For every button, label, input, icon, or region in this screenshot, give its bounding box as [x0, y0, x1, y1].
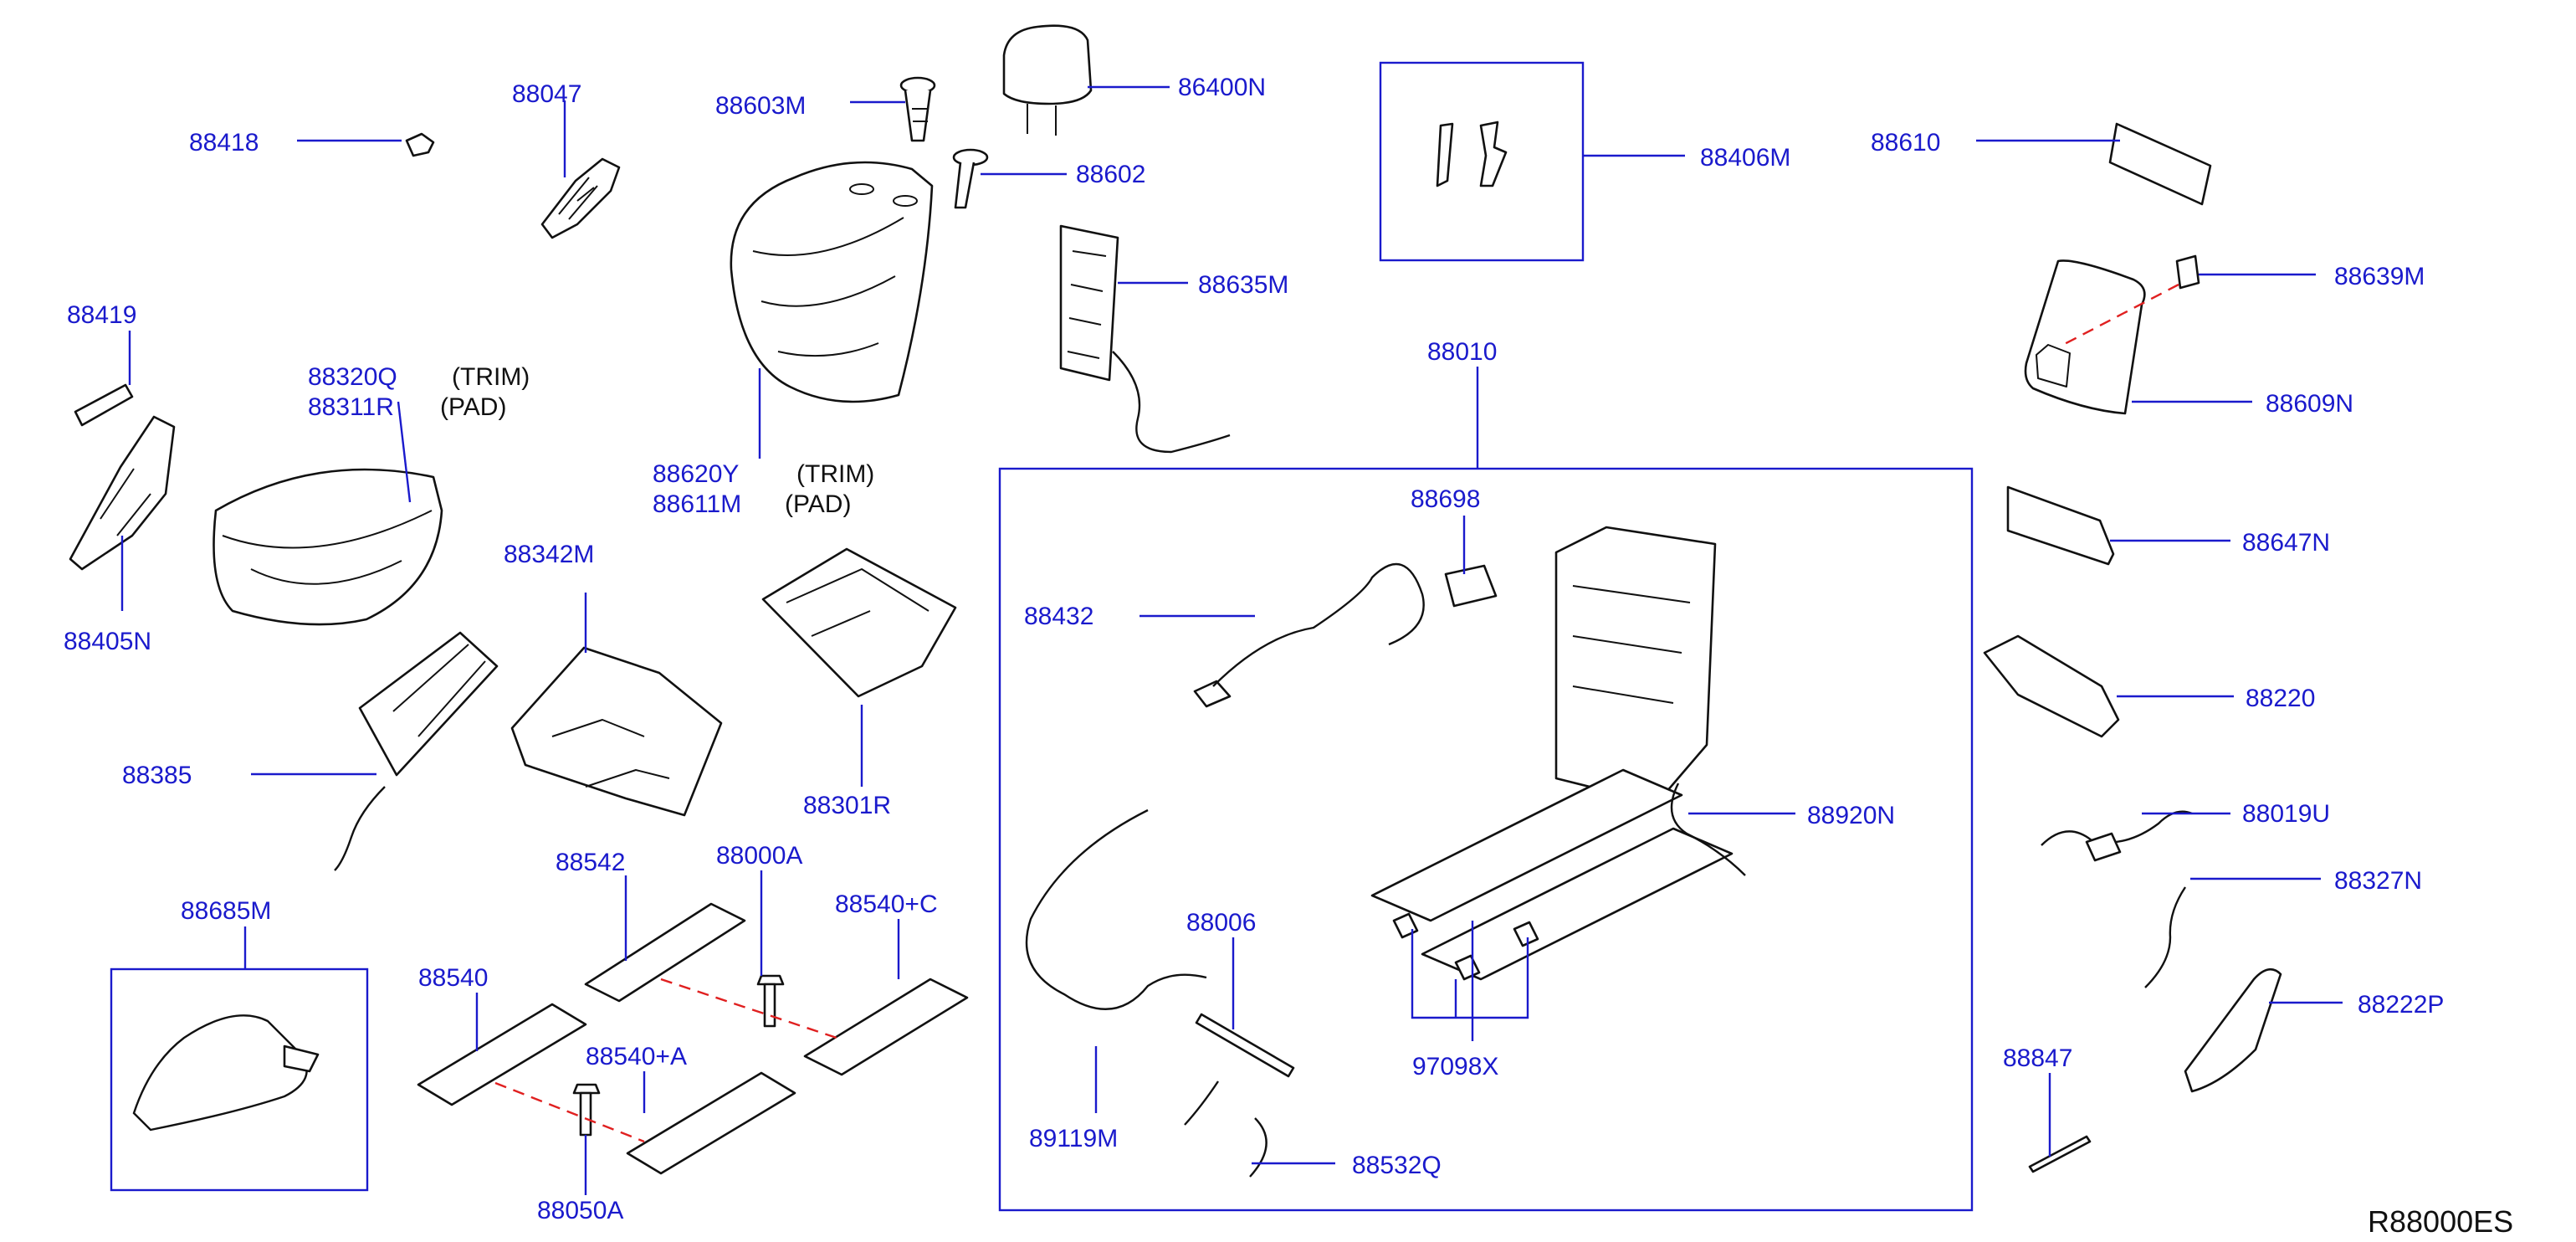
label-88418: 88418	[189, 129, 259, 157]
part-88419-switch	[74, 383, 134, 427]
dashed-connectors	[494, 283, 2179, 1143]
label-89119M: 89119M	[1029, 1125, 1118, 1152]
part-88620Y-seatback	[730, 161, 934, 403]
part-88610-pad	[2108, 122, 2212, 206]
label-88532Q: 88532Q	[1352, 1152, 1442, 1179]
label-88920N: 88920N	[1807, 802, 1895, 829]
part-88010-seat-frame	[1370, 526, 1746, 981]
label-88540C: 88540+C	[835, 890, 938, 918]
label-88006: 88006	[1186, 909, 1256, 937]
part-88542-rail	[584, 902, 746, 1003]
label-88222P: 88222P	[2358, 991, 2444, 1019]
part-88603M-guide	[899, 76, 936, 142]
label-88327N: 88327N	[2334, 867, 2422, 895]
annotation-trim-b: (TRIM)	[796, 460, 874, 488]
label-88542: 88542	[556, 849, 625, 876]
box-88685M	[110, 967, 369, 1192]
label-88405N: 88405N	[64, 628, 151, 655]
label-88602: 88602	[1076, 161, 1145, 188]
part-88698-bracket	[1444, 564, 1498, 608]
part-88047-bezel	[540, 157, 621, 239]
part-88301R-frame	[761, 547, 957, 698]
label-88603M: 88603M	[715, 92, 806, 120]
part-88635M-back-panel	[1059, 224, 1231, 454]
label-88342M: 88342M	[504, 541, 594, 568]
part-88405N-finisher	[69, 415, 176, 571]
label-88540A: 88540+A	[586, 1043, 687, 1070]
part-88220-bracket	[1983, 634, 2120, 738]
part-88602-guide	[952, 148, 989, 209]
label-88010: 88010	[1427, 338, 1497, 366]
part-88639M-switch	[2175, 254, 2200, 290]
annotation-pad-a: (PAD)	[440, 393, 506, 421]
label-88639M: 88639M	[2334, 263, 2425, 290]
label-88320Q: 88320Q	[308, 363, 397, 391]
box-88406M	[1379, 61, 1585, 262]
annotation-trim-a: (TRIM)	[452, 363, 530, 391]
part-88540-rail	[417, 1003, 587, 1106]
part-88647N-pad	[2006, 485, 2115, 566]
label-88685M: 88685M	[181, 897, 271, 925]
label-88620Y: 88620Y	[653, 460, 739, 488]
part-88418-clip	[405, 132, 435, 157]
part-88432-cable	[1193, 562, 1425, 708]
part-88342M-pan	[510, 646, 723, 817]
box-88010-assembly	[998, 467, 1974, 1212]
label-88635M: 88635M	[1198, 271, 1288, 299]
label-97098X: 97098X	[1412, 1053, 1498, 1080]
label-88019U: 88019U	[2242, 800, 2330, 828]
part-88006-rod	[1195, 1013, 1295, 1078]
part-88532Q-wires	[1184, 1080, 1268, 1178]
part-86400N-headrest	[1002, 24, 1093, 136]
part-88406M-brackets	[1436, 121, 1508, 187]
label-88047: 88047	[512, 80, 581, 108]
label-88647N: 88647N	[2242, 529, 2330, 557]
label-88311R: 88311R	[308, 393, 394, 421]
part-88540C-rail	[803, 978, 969, 1076]
part-88222P-cover	[2184, 967, 2282, 1093]
part-88847-rod	[2028, 1135, 2092, 1173]
label-88540: 88540	[418, 964, 488, 992]
label-88220: 88220	[2246, 685, 2315, 712]
label-88050A: 88050A	[537, 1197, 623, 1224]
diagram-reference-code: R88000ES	[2368, 1204, 2513, 1239]
label-88847: 88847	[2003, 1044, 2072, 1072]
label-88610: 88610	[1871, 129, 1940, 157]
label-88419: 88419	[67, 301, 136, 329]
part-88609N-panel	[2024, 259, 2146, 415]
part-88540A-rail	[626, 1071, 796, 1175]
label-88609N: 88609N	[2266, 390, 2353, 418]
label-88000A: 88000A	[716, 842, 802, 870]
annotation-pad-b: (PAD)	[785, 490, 851, 518]
part-88019U-harness	[2041, 810, 2193, 862]
leader-lines	[120, 85, 2343, 1195]
part-88050A-bolt	[572, 1083, 601, 1137]
label-86400N: 86400N	[1178, 74, 1266, 101]
part-88685M-hook	[132, 1014, 320, 1132]
part-89119M-cable	[1025, 808, 1207, 1010]
label-88406M: 88406M	[1700, 144, 1790, 172]
label-88385: 88385	[122, 762, 192, 789]
label-88698: 88698	[1411, 485, 1480, 513]
part-88385-heater	[334, 631, 499, 871]
label-88301R: 88301R	[803, 792, 891, 819]
part-88327N-wire	[2144, 886, 2186, 988]
part-88320Q-cushion	[213, 468, 443, 626]
label-88432: 88432	[1024, 603, 1093, 630]
label-88611M: 88611M	[653, 490, 741, 518]
